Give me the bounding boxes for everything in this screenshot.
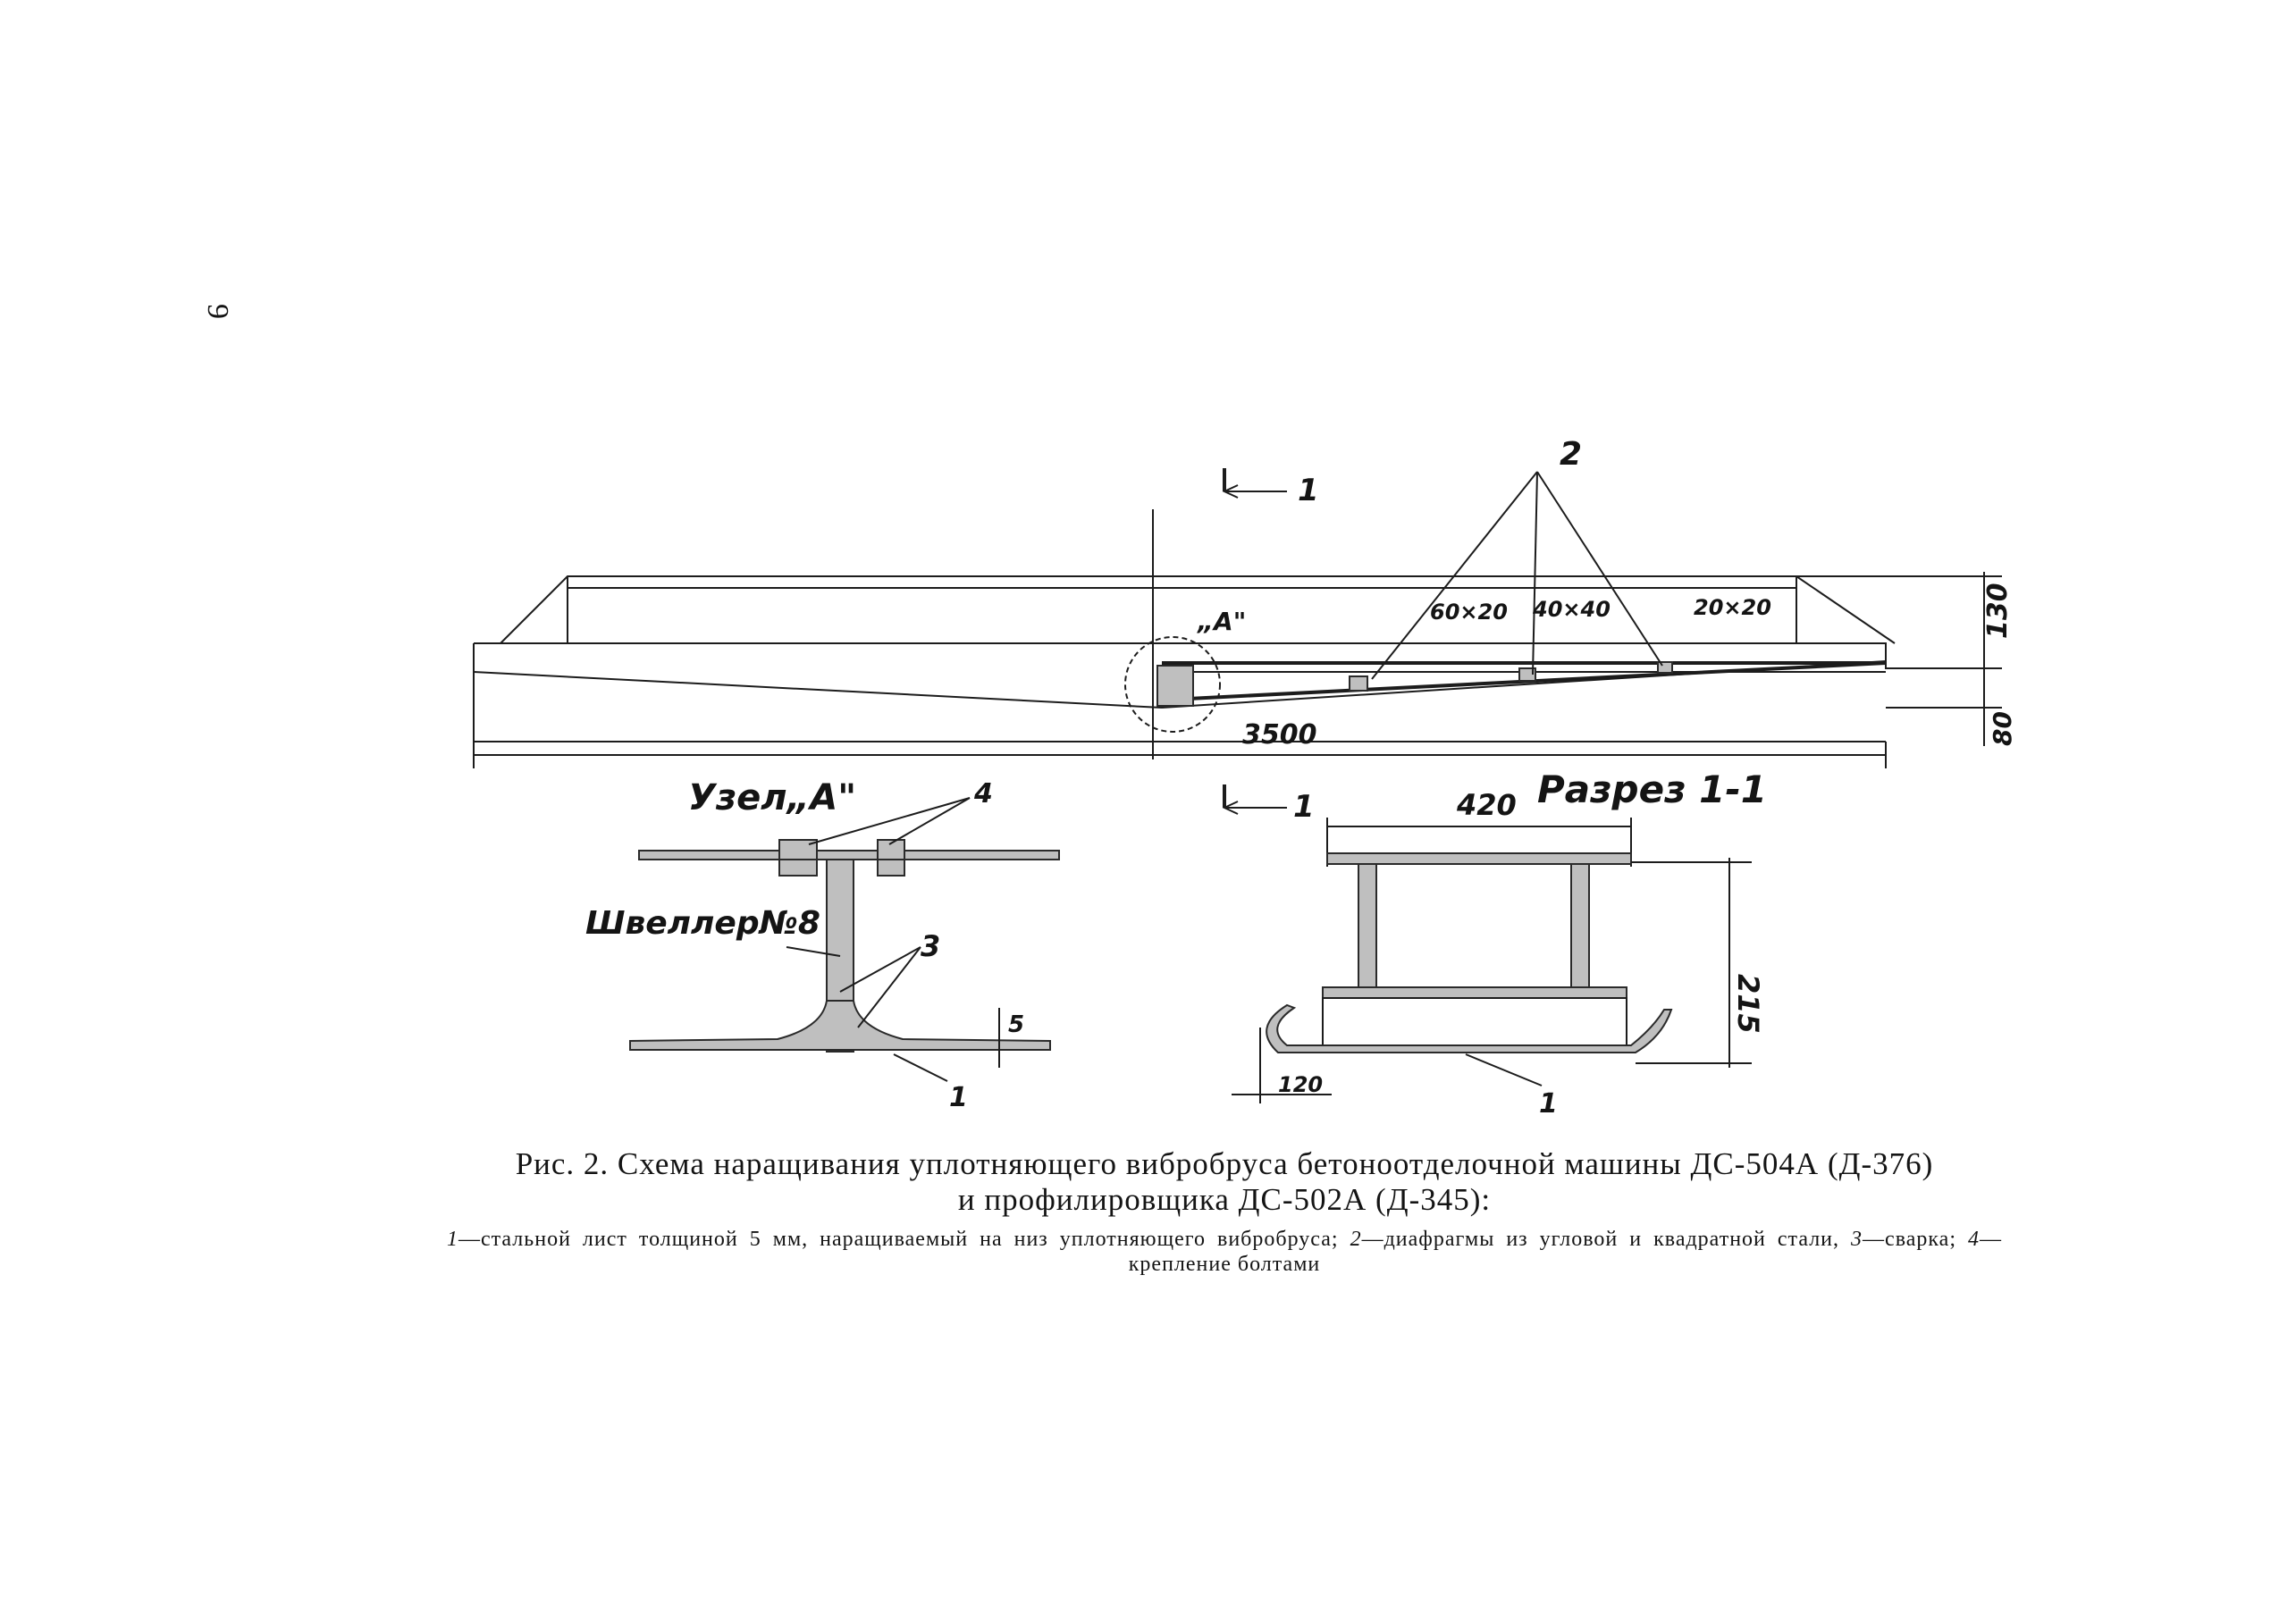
caption-title-line-2: и профилировщика ДС-502А (Д-345):: [957, 1182, 1492, 1217]
legend-text-4: —крепление болтами: [1128, 1228, 2002, 1276]
caption-legend: 1—стальной лист толщиной 5 мм, наращивае…: [447, 1227, 2002, 1277]
leader-1-node-label: 1: [949, 1082, 968, 1113]
legend-text-1: —стальной лист толщиной 5 мм, наращиваем…: [458, 1228, 1350, 1251]
profile-40x40: 40×40: [1532, 597, 1611, 622]
leader-3-label: 3: [921, 929, 940, 963]
leader-2: 2: [1371, 436, 1663, 680]
profile-20x20: 20×20: [1694, 595, 1771, 620]
leader-1-section-label: 1: [1539, 1088, 1558, 1120]
legend-number-1: 1: [447, 1228, 458, 1251]
legend-number-2: 2: [1350, 1228, 1362, 1251]
legend-text-2: —диафрагмы из угловой и квадратной стали…: [1361, 1228, 1852, 1251]
node-a-title: Узел„A": [688, 777, 856, 818]
dimension-length: 3500: [473, 719, 1887, 768]
section-mark-bottom: 1: [1293, 789, 1315, 825]
legend-text-3: —сварка;: [1863, 1228, 1968, 1251]
legend-number-4: 4: [1968, 1228, 1980, 1251]
dimension-section-height: 215: [1731, 974, 1765, 1034]
dimension-chamfer-value: 120: [1278, 1072, 1323, 1097]
channel-label: Швеллер№8: [585, 905, 820, 942]
section-title: Разрез 1-1: [1537, 768, 1767, 811]
dimension-width-value: 420: [1456, 788, 1517, 822]
section-arrow-top: 1: [1222, 468, 1319, 508]
leader-2-label: 2: [1560, 436, 1582, 473]
caption-title-line-1: Рис. 2. Схема наращивания уплотняющего в…: [515, 1146, 1934, 1181]
figure-caption: Рис. 2. Схема наращивания уплотняющего в…: [447, 1146, 2002, 1277]
profile-60x20: 60×20: [1430, 600, 1508, 625]
caption-title: Рис. 2. Схема наращивания уплотняющего в…: [447, 1146, 2002, 1218]
node-a-detail: Узел„A" 4 Швеллер№8 3 5 1: [585, 777, 1060, 1113]
dimension-height-bottom: 80: [1988, 711, 2017, 746]
section-mark-top: 1: [1298, 473, 1319, 508]
leader-4-label: 4: [973, 778, 993, 810]
dimension-length-value: 3500: [1242, 719, 1317, 751]
dimension-heights: 130 80: [1796, 572, 2017, 746]
node-a-label: „A": [1197, 607, 1246, 636]
beam-side-view: [473, 509, 1966, 759]
dimension-height-top: 130: [1982, 583, 2014, 639]
legend-number-3: 3: [1851, 1228, 1863, 1251]
section-1-1: Разрез 1-1 1 420 215 120 1: [1222, 768, 1767, 1120]
thickness-mark: 5: [1008, 1011, 1024, 1038]
